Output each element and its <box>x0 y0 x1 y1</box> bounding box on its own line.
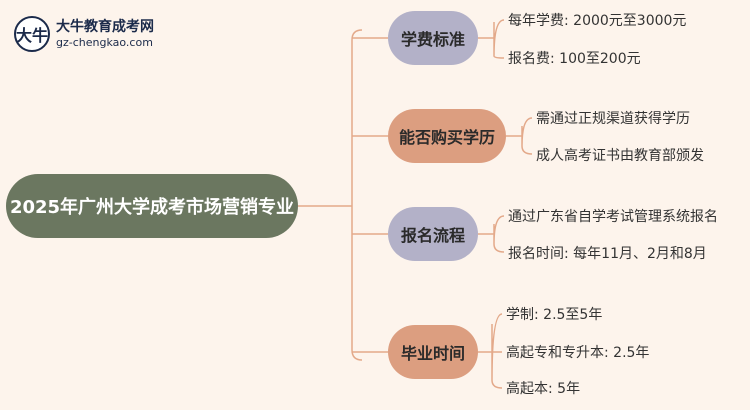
leaf-connector-3 <box>478 215 505 253</box>
leaf-certificate: 成人高考证书由教育部颁发 <box>536 148 704 164</box>
leaf-legit-channel: 需通过正规渠道获得学历 <box>536 111 690 127</box>
bull-logo-icon: 大牛 <box>14 16 50 52</box>
branch-buy-degree: 能否购买学历 <box>388 109 506 163</box>
leaf-connector-1 <box>478 19 505 59</box>
leaf-registration-time: 报名时间: 每年11月、2月和8月 <box>508 246 707 262</box>
logo-url: gz-chengkao.com <box>56 36 153 49</box>
branch-graduation: 毕业时间 <box>388 325 478 379</box>
leaf-tuition-annual: 每年学费: 2000元至3000元 <box>508 13 687 29</box>
leaf-study-duration: 学制: 2.5至5年 <box>506 307 603 323</box>
leaf-benke: 高起本: 5年 <box>506 381 581 397</box>
leaf-connector-4 <box>478 313 503 389</box>
branch-registration: 报名流程 <box>388 207 478 261</box>
leaf-connector-2 <box>506 117 533 155</box>
logo-title: 大牛教育成考网 <box>56 19 154 35</box>
root-node: 2025年广州大学成考市场营销专业 <box>6 174 298 238</box>
leaf-registration-system: 通过广东省自学考试管理系统报名 <box>508 209 718 225</box>
branch-tuition: 学费标准 <box>388 11 478 65</box>
trunk-line <box>351 29 363 361</box>
leaf-tuition-registration: 报名费: 100至200元 <box>508 51 641 67</box>
leaf-zhuanke: 高起专和专升本: 2.5年 <box>506 345 650 361</box>
site-logo[interactable]: 大牛 大牛教育成考网 gz-chengkao.com <box>14 14 184 54</box>
